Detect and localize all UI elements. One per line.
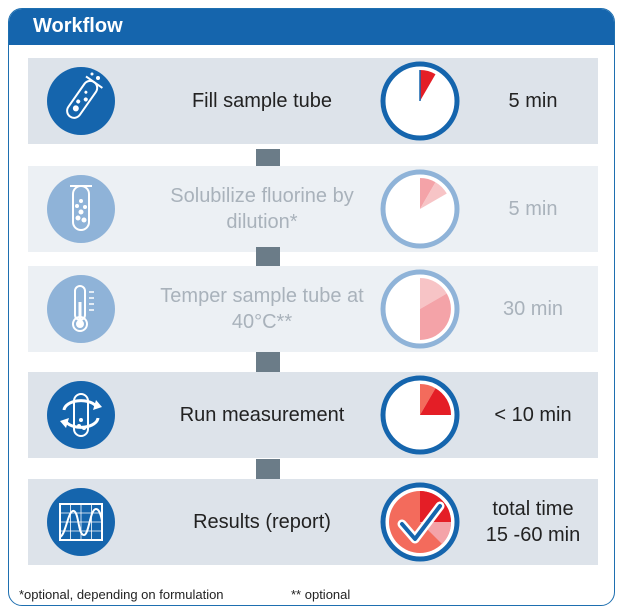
title-bar: Workflow (9, 9, 614, 45)
chart-report-icon (47, 488, 115, 556)
footnote-optional-formulation: *optional, depending on formulation (19, 587, 224, 602)
clock-pie-icon (380, 61, 460, 141)
measurement-cycle-icon (47, 381, 115, 449)
step-time: 5 min (508, 90, 558, 112)
step-run-measurement: Run measurement < 10 min (28, 372, 598, 458)
step-label: Fill sample tube (191, 90, 333, 112)
panel-title: Workflow (33, 15, 123, 37)
workflow-panel: Workflow Fill sample tube 5 min (8, 8, 615, 606)
clock-pie-icon (380, 169, 460, 249)
step-time: 30 min (502, 298, 564, 320)
step-label: Solubilize fluorine by dilution* (170, 185, 354, 233)
footnote-optional: ** optional (291, 587, 351, 602)
step-results-report: Results (report) total time 15 -60 min (28, 479, 598, 565)
total-time-label: total time (492, 498, 574, 520)
clock-pie-icon (380, 269, 460, 349)
step-fill-sample-tube: Fill sample tube 5 min (28, 58, 598, 144)
test-tube-icon (47, 67, 115, 135)
test-tube-icon (47, 175, 115, 243)
step-time: 5 min (508, 198, 558, 220)
step-solubilize-fluorine: Solubilize fluorine by dilution* 5 min (28, 166, 598, 252)
total-time-value: 15 -60 min (485, 524, 581, 546)
clock-check-icon (380, 482, 460, 562)
step-label: Results (report) (193, 511, 331, 533)
step-label: Run measurement (179, 404, 345, 426)
thermometer-icon (47, 275, 115, 343)
step-time-total: total time 15 -60 min (468, 479, 598, 565)
clock-pie-icon (380, 375, 460, 455)
step-temper-sample-tube: Temper sample tube at 40°C** 30 min (28, 266, 598, 352)
step-label: Temper sample tube at 40°C** (160, 285, 364, 333)
step-time: < 10 min (494, 404, 572, 426)
